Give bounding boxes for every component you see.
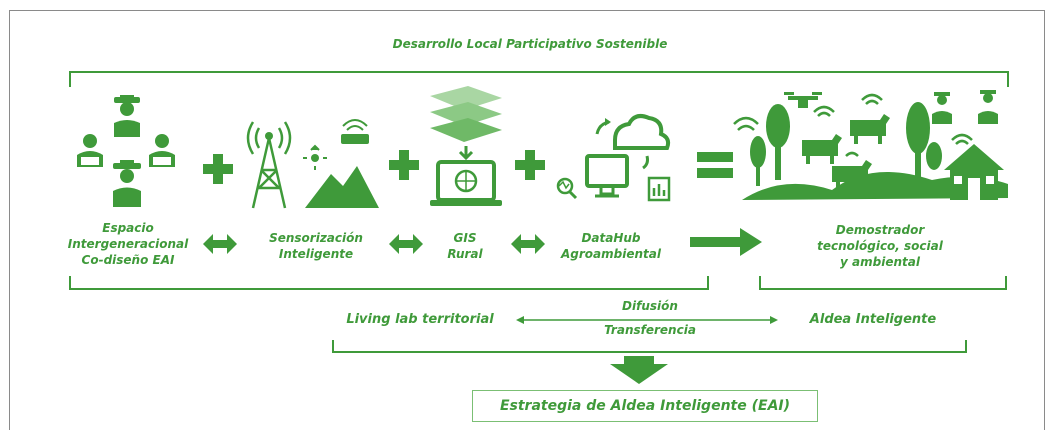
down-arrow-icon xyxy=(610,356,668,384)
top-bracket xyxy=(69,71,1009,87)
bottom-left-bracket xyxy=(69,276,709,290)
component-label-4: DataHub Agroambiental xyxy=(561,231,661,261)
transfer-label: Transferencia xyxy=(604,323,696,337)
lower-bracket xyxy=(332,340,967,353)
cloud-data-icon xyxy=(556,114,671,202)
result-label: Demostrador tecnológico, social y ambien… xyxy=(817,223,943,269)
strategy-box: Estrategia de Aldea Inteligente (EAI) xyxy=(472,390,818,422)
double-arrow-icons xyxy=(203,234,545,254)
farmers-icon xyxy=(77,95,175,207)
equals-icon xyxy=(697,152,733,178)
bottom-right-bracket xyxy=(759,276,1007,290)
component-label-2: Sensorización Inteligente xyxy=(269,231,363,261)
antenna-tower-icon xyxy=(246,119,379,209)
component-label-1: Espacio Intergeneracional Co-diseño EAI xyxy=(67,221,189,267)
smart-village-icon xyxy=(733,90,1008,200)
diffusion-label: Difusión xyxy=(622,299,678,313)
figure-frame xyxy=(9,10,1045,430)
plus-icons xyxy=(203,150,545,184)
diagram-title: Desarrollo Local Participativo Sostenibl… xyxy=(392,37,668,51)
living-lab-label: Living lab territorial xyxy=(346,312,494,327)
result-arrow-icon xyxy=(690,228,762,256)
component-label-3: GIS Rural xyxy=(447,231,483,261)
map-layers-icon xyxy=(430,86,502,206)
smart-village-label: Aldea Inteligente xyxy=(809,312,937,327)
strategy-label: Estrategia de Aldea Inteligente (EAI) xyxy=(499,398,791,414)
